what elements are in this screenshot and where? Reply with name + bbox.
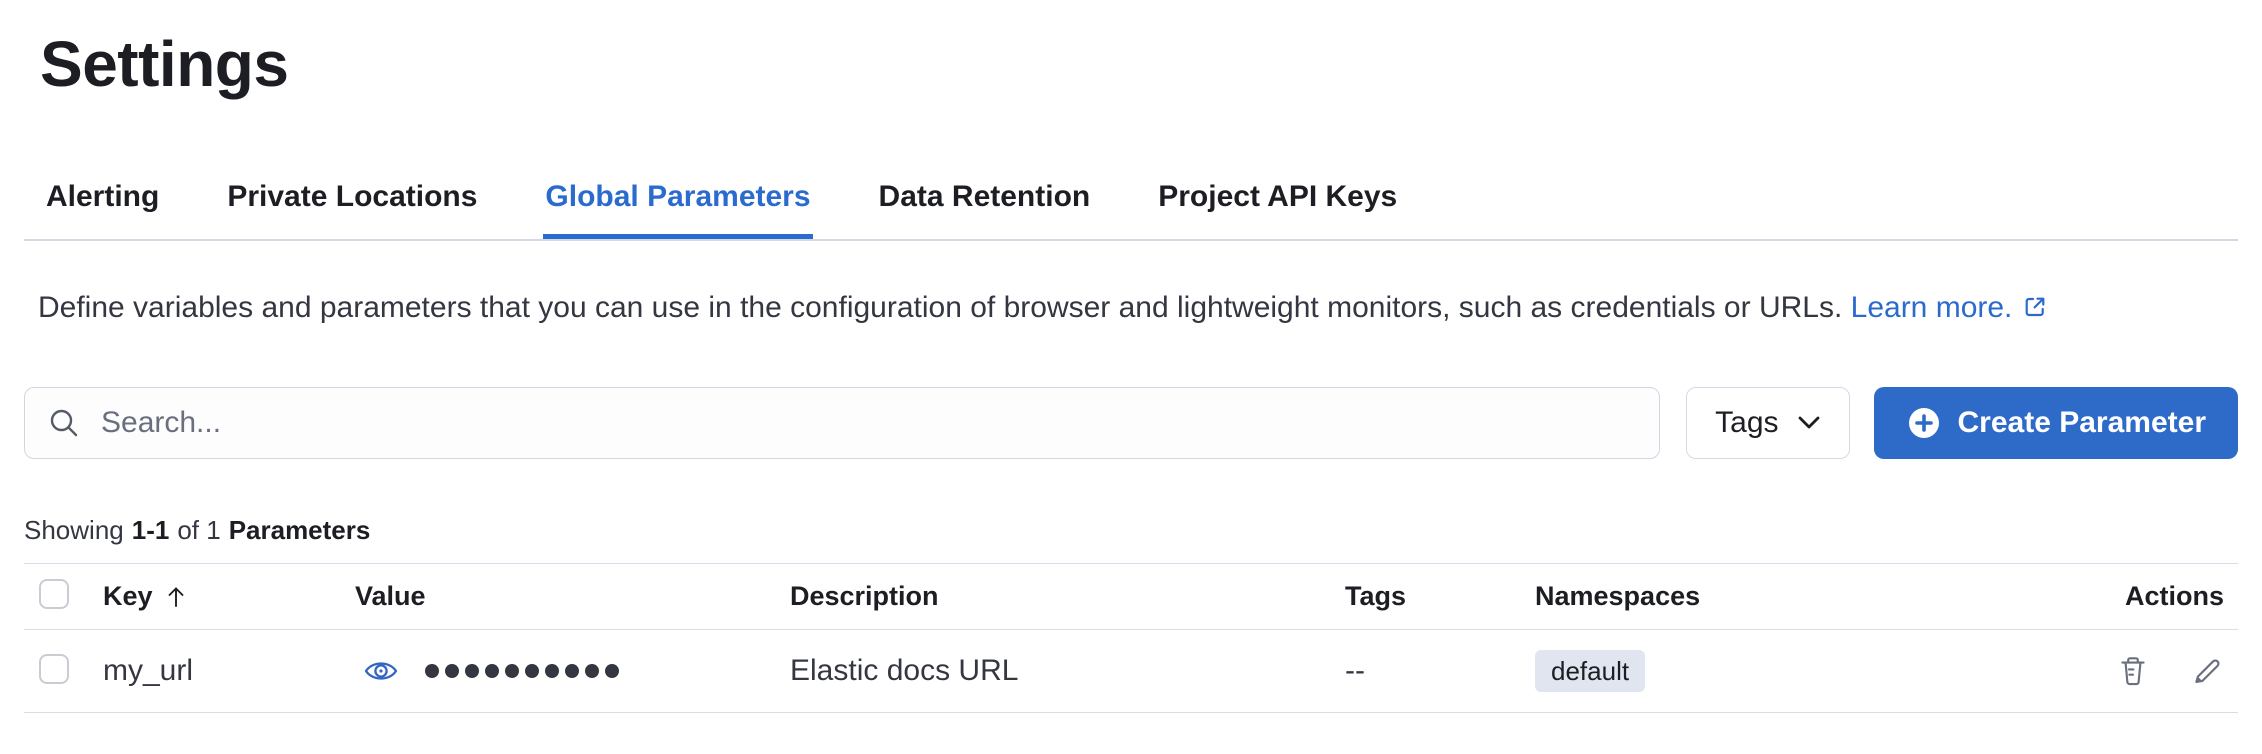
namespace-badge: default <box>1535 650 1646 692</box>
table-header-row: Key Value Description Tags Namespaces Ac… <box>24 564 2238 630</box>
parameters-toolbar: Tags Create Parameter <box>24 387 2238 459</box>
column-header-actions: Actions <box>2124 581 2224 611</box>
column-header-description: Description <box>790 581 939 611</box>
description-text: Define variables and parameters that you… <box>38 291 1843 324</box>
column-header-tags: Tags <box>1345 581 1407 611</box>
magnifier-icon <box>50 409 78 437</box>
page-title: Settings <box>40 28 289 100</box>
tabs-bar: Alerting Private Locations Global Parame… <box>24 180 2238 241</box>
parameter-tags: -- <box>1345 654 1365 687</box>
column-header-key[interactable]: Key <box>92 581 355 612</box>
edit-parameter-button[interactable] <box>2190 654 2224 688</box>
column-header-value: Value <box>355 581 426 611</box>
tab-data-retention[interactable]: Data Retention <box>877 180 1093 239</box>
pencil-icon <box>2195 659 2220 684</box>
masked-value-dots <box>425 664 619 678</box>
reveal-value-button[interactable] <box>363 656 399 686</box>
tags-button-label: Tags <box>1715 406 1779 439</box>
summary-prefix: Showing <box>24 515 124 545</box>
row-checkbox-cell <box>24 653 92 689</box>
select-row-checkbox[interactable] <box>39 653 69 684</box>
results-summary: Showing 1-1 of 1 Parameters <box>24 515 2238 545</box>
parameter-description: Elastic docs URL <box>790 654 1019 687</box>
tab-project-api-keys[interactable]: Project API Keys <box>1156 180 1399 239</box>
column-header-namespaces: Namespaces <box>1535 581 1701 611</box>
key-header-label: Key <box>103 581 153 611</box>
tab-private-locations[interactable]: Private Locations <box>225 180 479 239</box>
create-button-label: Create Parameter <box>1957 406 2206 439</box>
eye-icon <box>364 662 398 680</box>
settings-page: Settings Alerting Private Locations Glob… <box>0 28 2262 754</box>
parameter-actions <box>2000 654 2238 688</box>
page-description: Define variables and parameters that you… <box>38 283 2238 335</box>
popout-icon <box>2022 286 2048 335</box>
tab-alerting[interactable]: Alerting <box>44 180 161 239</box>
delete-parameter-button[interactable] <box>2116 654 2150 688</box>
parameter-key: my_url <box>103 654 194 687</box>
table-row: my_url Elastic docs URL -- default <box>24 630 2238 713</box>
parameter-namespaces: default <box>1535 650 2000 692</box>
search-input[interactable] <box>101 406 1638 440</box>
search-field[interactable] <box>24 387 1661 459</box>
summary-entity: Parameters <box>228 515 371 545</box>
create-parameter-button[interactable]: Create Parameter <box>1873 387 2238 459</box>
chevron-down-icon <box>1798 416 1819 429</box>
summary-middle: of 1 <box>177 515 221 545</box>
summary-range: 1-1 <box>131 515 170 545</box>
select-all-checkbox[interactable] <box>39 579 69 609</box>
header-checkbox-cell <box>24 579 92 614</box>
parameter-value-cell <box>355 656 790 686</box>
tags-filter-button[interactable]: Tags <box>1686 387 1850 459</box>
learn-more-link[interactable]: Learn more. <box>1850 291 2013 324</box>
tab-global-parameters[interactable]: Global Parameters <box>543 180 813 239</box>
parameters-table: Key Value Description Tags Namespaces Ac… <box>24 563 2238 713</box>
trash-icon <box>2121 657 2145 686</box>
plus-in-circle-icon <box>1908 408 1939 438</box>
sort-arrow-up-icon <box>168 587 183 607</box>
